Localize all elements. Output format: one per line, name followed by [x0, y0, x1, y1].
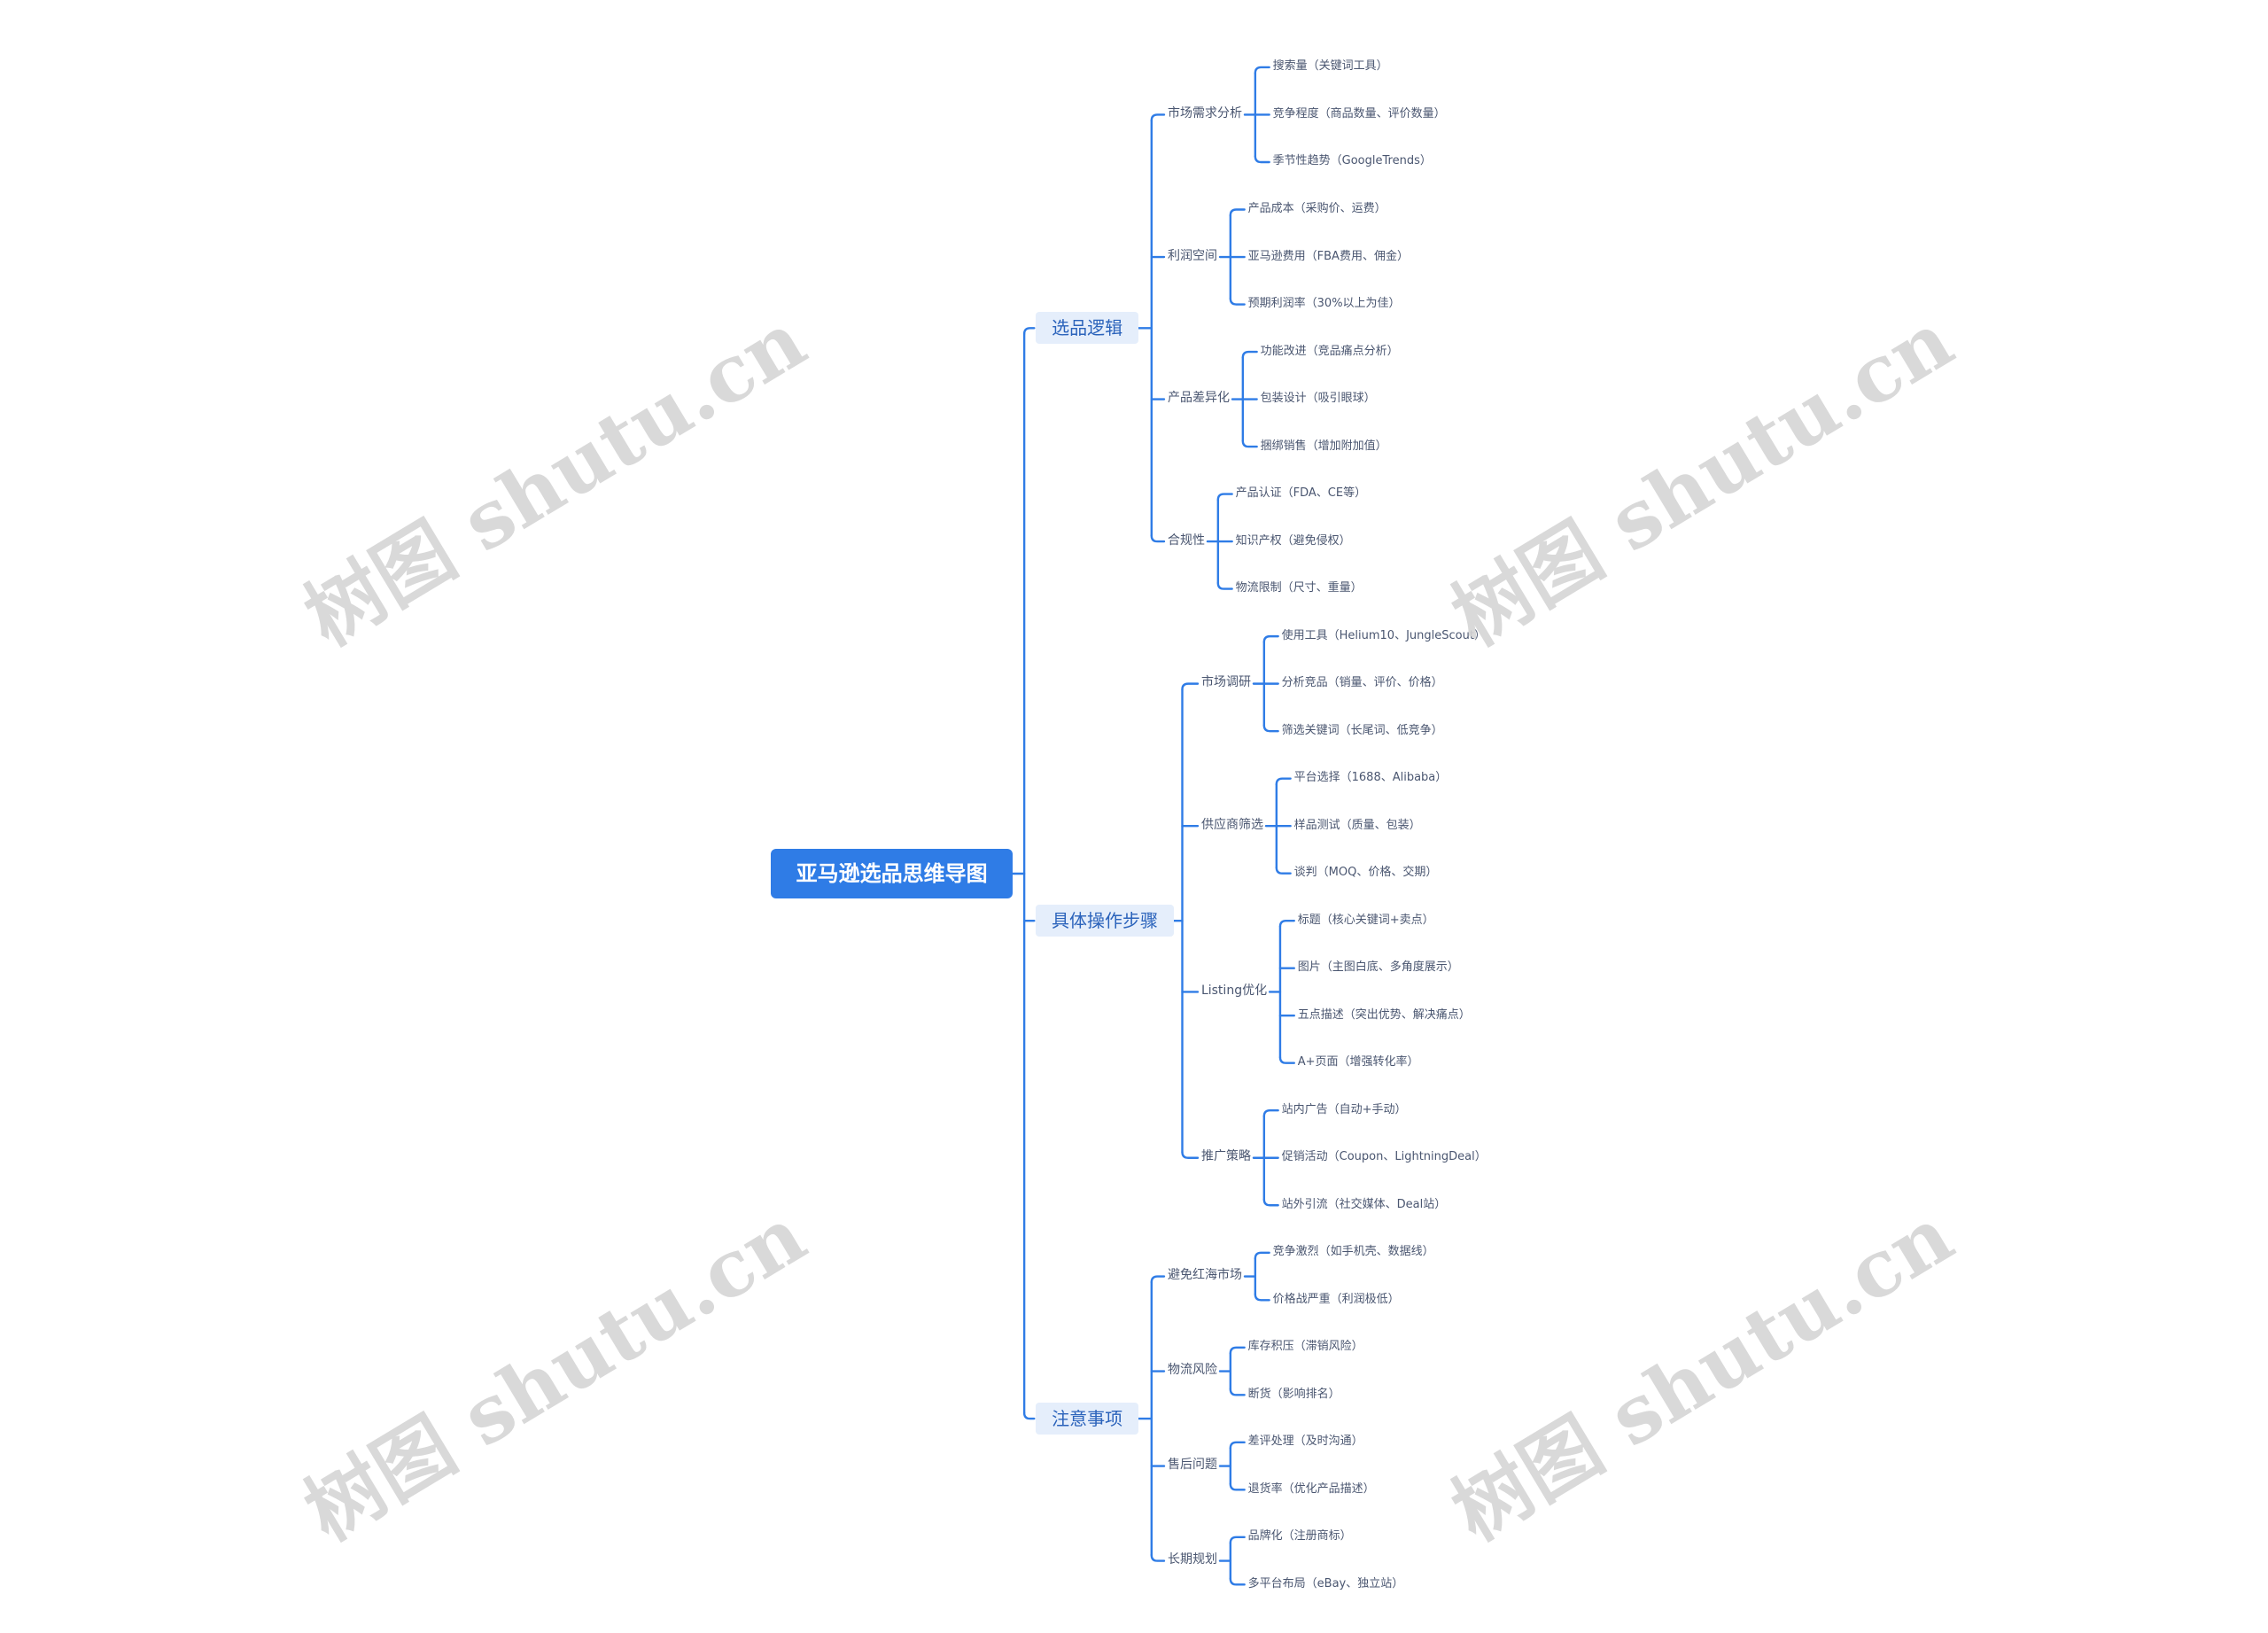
leaf-node[interactable]: 标题（核心关键词+卖点） — [1297, 913, 1434, 927]
leaf-node[interactable]: 品牌化（注册商标） — [1247, 1529, 1352, 1544]
subtopic-bracket-elbow — [1150, 534, 1166, 543]
leaf-node[interactable]: 捆绑销售（增加附加值） — [1260, 439, 1387, 453]
leaf-node[interactable]: 筛选关键词（长尾词、低竞争） — [1281, 723, 1443, 737]
leaf-bracket-elbow — [1229, 297, 1246, 306]
leaf-node[interactable]: 库存积压（滞销风险） — [1247, 1340, 1363, 1354]
subtopic-node[interactable]: 合规性 — [1167, 533, 1205, 548]
subtopic-node[interactable]: 长期规划 — [1167, 1552, 1217, 1567]
leaf-bracket-elbow — [1262, 1109, 1279, 1118]
leaf-node[interactable]: 谈判（MOQ、价格、交期） — [1293, 866, 1438, 880]
subtopic-bracket-elbow — [1181, 682, 1200, 691]
leaf-node[interactable]: 五点描述（突出优势、解决痛点） — [1297, 1007, 1471, 1022]
leaf-bracket-elbow — [1254, 66, 1270, 74]
leaf-node[interactable]: 价格战严重（利润极低） — [1272, 1292, 1400, 1306]
leaf-node[interactable]: A+页面（增强转化率） — [1297, 1055, 1419, 1069]
leaf-bracket-elbow — [1229, 1388, 1246, 1396]
leaf-node[interactable]: 包装设计（吸引眼球） — [1260, 392, 1376, 406]
leaf-node[interactable]: 搜索量（关键词工具） — [1272, 59, 1388, 74]
topic-node[interactable]: 具体操作步骤 — [1036, 905, 1174, 937]
leaf-bracket-elbow — [1216, 581, 1233, 590]
subtopic-bracket-elbow — [1181, 1150, 1200, 1159]
leaf-node[interactable]: 使用工具（Helium10、JungleScout） — [1281, 628, 1486, 642]
leaf-bracket-elbow — [1229, 1441, 1246, 1450]
leaf-node[interactable]: 产品成本（采购价、运费） — [1247, 202, 1386, 215]
subtopic-node[interactable]: 利润空间 — [1167, 248, 1217, 263]
leaf-bracket-elbow — [1278, 1055, 1295, 1064]
topic-bracket-elbow — [1022, 1411, 1036, 1420]
leaf-bracket-elbow — [1229, 1577, 1246, 1586]
subtopic-node[interactable]: 市场需求分析 — [1167, 106, 1242, 121]
leaf-node[interactable]: 产品认证（FDA、CE等） — [1235, 486, 1367, 501]
subtopic-node[interactable]: 产品差异化 — [1167, 391, 1230, 406]
leaf-node[interactable]: 图片（主图白底、多角度展示） — [1297, 960, 1459, 975]
leaf-node[interactable]: 预期利润率（30%以上为佳） — [1247, 297, 1401, 311]
subtopic-bracket-elbow — [1150, 1553, 1166, 1562]
leaf-node[interactable]: 亚马逊费用（FBA费用、佣金） — [1247, 249, 1409, 263]
subtopic-node[interactable]: 物流风险 — [1167, 1363, 1217, 1378]
leaf-node[interactable]: 站内广告（自动+手动） — [1281, 1102, 1407, 1116]
leaf-node[interactable]: 退货率（优化产品描述） — [1247, 1481, 1375, 1496]
leaf-bracket-elbow — [1241, 350, 1258, 359]
subtopic-node[interactable]: 市场调研 — [1200, 675, 1251, 690]
leaf-bracket-elbow — [1262, 634, 1279, 643]
leaf-node[interactable]: 样品测试（质量、包装） — [1293, 818, 1421, 832]
leaf-bracket-elbow — [1229, 1536, 1246, 1544]
leaf-node[interactable]: 多平台布局（eBay、独立站） — [1247, 1576, 1404, 1590]
subtopic-node[interactable]: 售后问题 — [1167, 1458, 1217, 1473]
leaf-bracket-elbow — [1262, 1198, 1279, 1207]
leaf-bracket-elbow — [1229, 1482, 1246, 1491]
leaf-bracket-elbow — [1229, 208, 1246, 217]
leaf-node[interactable]: 站外引流（社交媒体、Deal站） — [1281, 1197, 1447, 1211]
leaf-node[interactable]: 断货（影响排名） — [1247, 1387, 1340, 1401]
leaf-bracket-elbow — [1254, 1251, 1270, 1260]
root-node[interactable]: 亚马逊选品思维导图 — [771, 848, 1013, 899]
subtopic-node[interactable]: 供应商筛选 — [1200, 817, 1263, 832]
leaf-node[interactable]: 分析竞品（销量、评价、价格） — [1281, 676, 1443, 690]
leaf-node[interactable]: 平台选择（1688、Alibaba） — [1293, 771, 1448, 785]
leaf-node[interactable]: 季节性趋势（GoogleTrends） — [1272, 154, 1432, 168]
subtopic-node[interactable]: 推广策略 — [1200, 1149, 1251, 1164]
leaf-node[interactable]: 功能改进（竞品痛点分析） — [1260, 344, 1399, 358]
subtopic-node[interactable]: 避免红海市场 — [1167, 1268, 1242, 1283]
leaf-node[interactable]: 知识产权（避免侵权） — [1235, 533, 1351, 548]
leaf-node[interactable]: 竞争激烈（如手机壳、数据线） — [1272, 1245, 1434, 1259]
leaf-node[interactable]: 促销活动（Coupon、LightningDeal） — [1281, 1150, 1487, 1164]
leaf-bracket-elbow — [1275, 777, 1292, 786]
subtopic-bracket-elbow — [1150, 113, 1166, 122]
topic-bracket-elbow — [1022, 327, 1036, 336]
leaf-node[interactable]: 物流限制（尺寸、重量） — [1235, 581, 1363, 595]
leaf-bracket-elbow — [1254, 1293, 1270, 1302]
leaf-bracket-elbow — [1241, 439, 1258, 448]
leaf-node[interactable]: 竞争程度（商品数量、评价数量） — [1272, 106, 1446, 121]
leaf-node[interactable]: 差评处理（及时沟通） — [1247, 1435, 1363, 1449]
subtopic-bracket-elbow — [1150, 1275, 1166, 1284]
topic-node[interactable]: 注意事项 — [1036, 1402, 1138, 1435]
leaf-bracket-elbow — [1254, 155, 1270, 164]
leaf-bracket-elbow — [1275, 866, 1292, 875]
leaf-bracket-elbow — [1216, 493, 1233, 502]
subtopic-node[interactable]: Listing优化 — [1200, 984, 1268, 999]
leaf-bracket-elbow — [1229, 1346, 1246, 1355]
topic-node[interactable]: 选品逻辑 — [1036, 312, 1138, 345]
leaf-bracket-elbow — [1278, 919, 1295, 928]
leaf-bracket-elbow — [1262, 724, 1279, 733]
